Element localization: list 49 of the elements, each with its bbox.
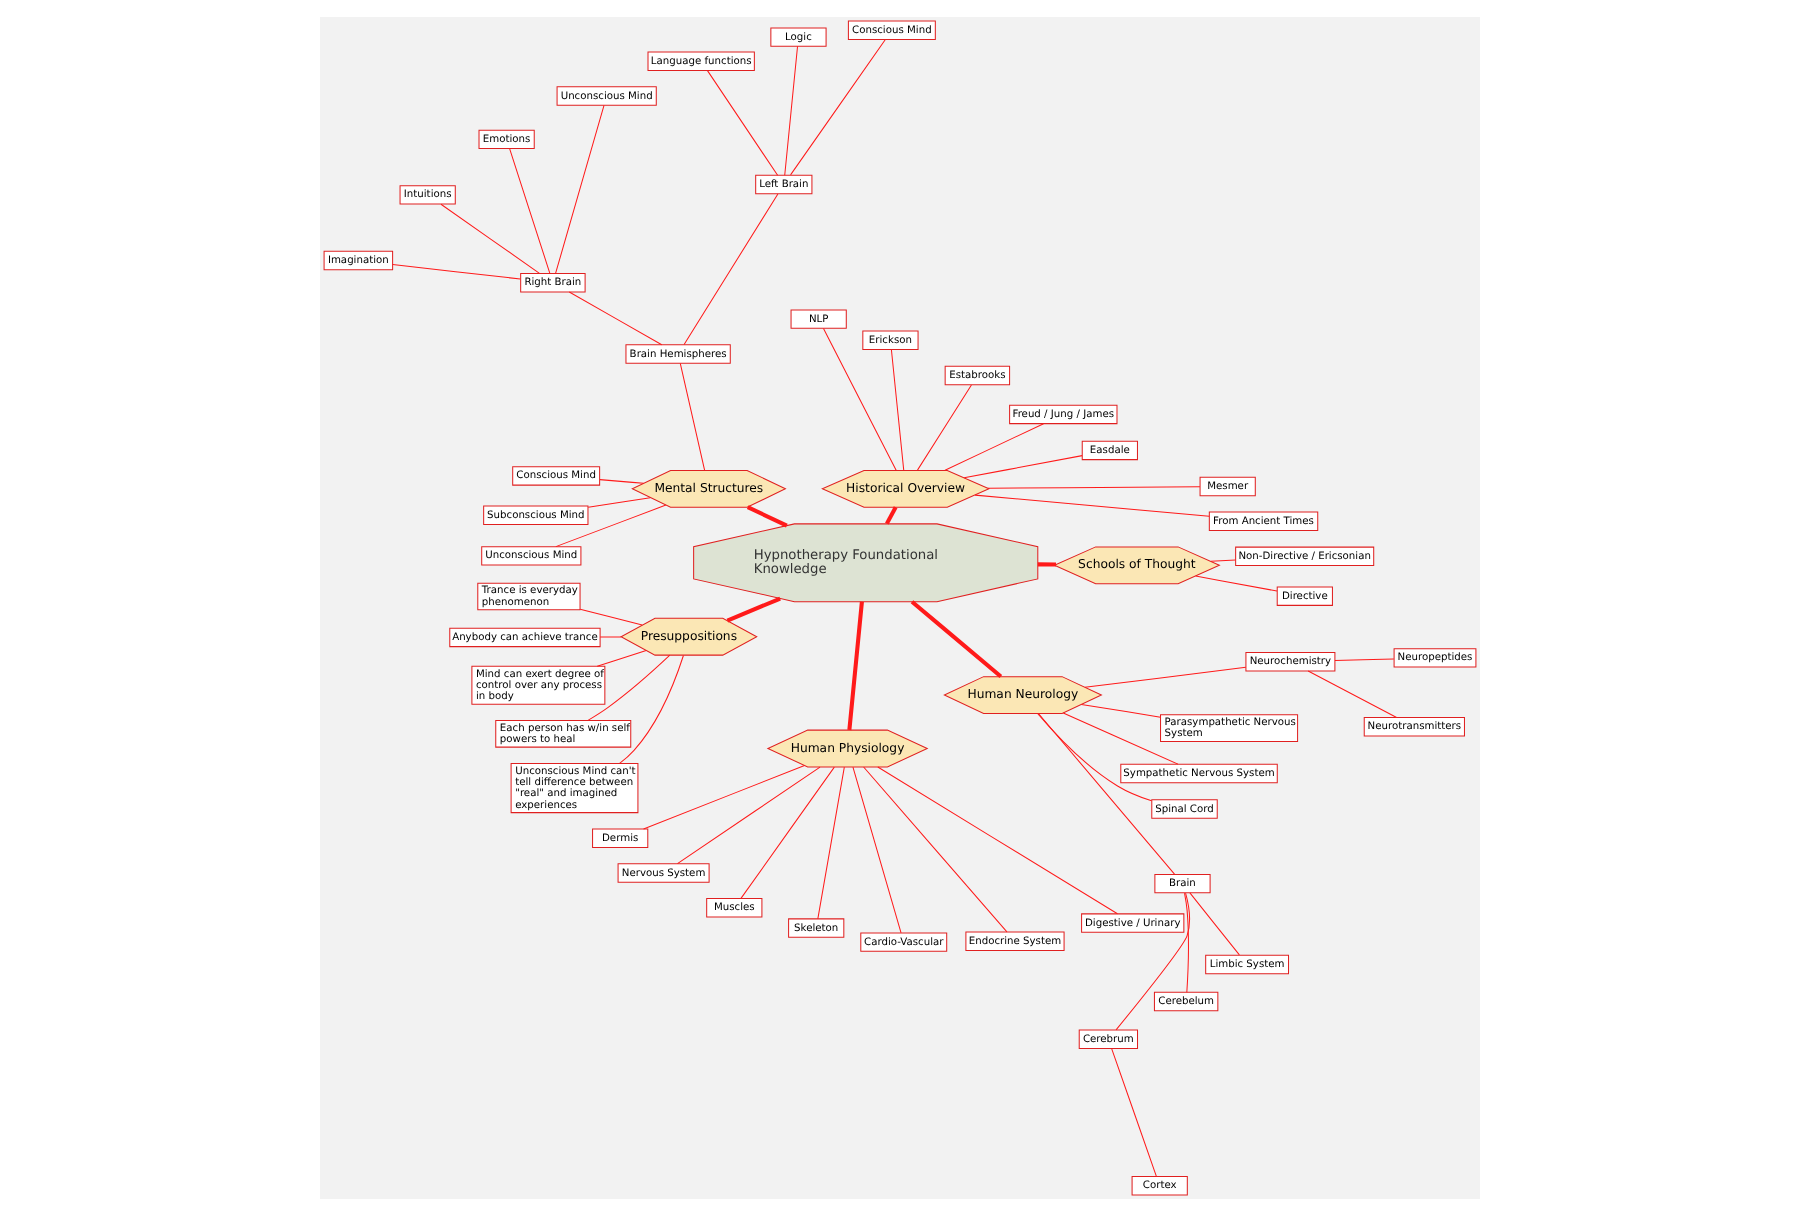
- connector: [1062, 712, 1179, 765]
- connector: [790, 38, 886, 176]
- connector: [987, 486, 1201, 489]
- connector: [555, 104, 605, 274]
- connector: [596, 650, 647, 667]
- connector: [852, 766, 902, 934]
- connector: [579, 608, 643, 626]
- connector: [555, 504, 667, 548]
- connector: [890, 349, 905, 471]
- connector: [643, 765, 806, 830]
- connector: [676, 766, 821, 865]
- connector: [1195, 575, 1278, 592]
- connector: [877, 766, 1118, 915]
- connector: [1307, 670, 1398, 718]
- connector: [679, 362, 706, 471]
- connector: [1037, 713, 1175, 875]
- connector: [740, 766, 835, 899]
- connector: [1037, 713, 1153, 802]
- connector: [916, 384, 972, 471]
- connector: [706, 70, 779, 176]
- connector: [1334, 658, 1395, 662]
- connector: [1189, 892, 1240, 956]
- connector: [847, 601, 864, 731]
- connector: [746, 505, 788, 528]
- connector: [817, 766, 845, 920]
- connector: [784, 45, 799, 176]
- connector: [863, 766, 1008, 933]
- connector: [599, 479, 645, 484]
- connector: [1184, 892, 1189, 993]
- connector: [963, 455, 1083, 479]
- connector: [599, 636, 622, 638]
- connector: [392, 263, 521, 280]
- connector: [440, 203, 540, 274]
- connector: [619, 654, 684, 764]
- connector: [823, 328, 897, 471]
- connector: [509, 148, 551, 274]
- connector: [1210, 559, 1237, 562]
- connector: [587, 497, 651, 508]
- connector: [944, 423, 1045, 471]
- connector: [1080, 703, 1162, 718]
- connector: [568, 291, 663, 346]
- connector: [1037, 562, 1056, 567]
- connector: [1115, 892, 1191, 1031]
- connector: [683, 193, 779, 345]
- connector: [885, 506, 898, 525]
- connector: [974, 494, 1210, 517]
- connector: [910, 600, 1003, 679]
- connector: [1111, 1048, 1157, 1177]
- connector: [1084, 666, 1247, 688]
